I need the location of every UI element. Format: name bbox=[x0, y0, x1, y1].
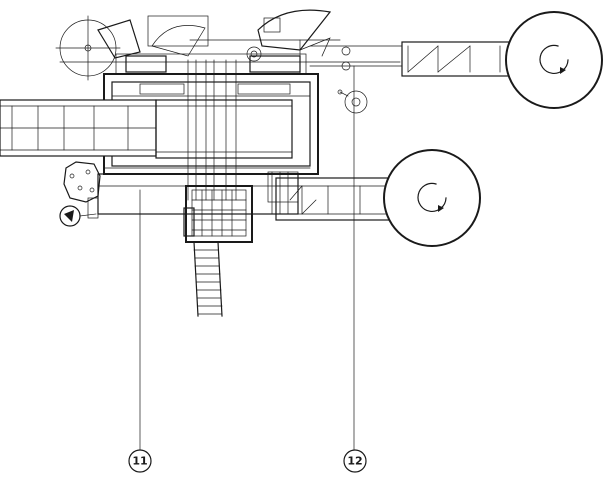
fan-icon bbox=[59, 205, 97, 227]
rotation-arrow-icon bbox=[539, 44, 569, 75]
upper-frame bbox=[59, 15, 401, 75]
rotary-drum-top bbox=[505, 11, 603, 109]
conveyor-top-right bbox=[309, 41, 523, 77]
hopper-flap-left bbox=[97, 19, 206, 59]
callout-label-11: 11 bbox=[132, 455, 147, 468]
callout-11: 11 bbox=[128, 449, 152, 473]
callout-12: 12 bbox=[343, 449, 367, 473]
callout-label-12: 12 bbox=[347, 455, 362, 468]
rotation-arrow-icon bbox=[417, 182, 447, 213]
access-stairs bbox=[193, 241, 223, 317]
valve-top-right bbox=[337, 89, 368, 114]
conveyor-left-inbound bbox=[0, 99, 293, 159]
motor-unit-left bbox=[63, 161, 101, 219]
screening-grid bbox=[183, 185, 253, 243]
rotary-drum-bottom bbox=[383, 149, 481, 247]
conveyor-bottom-right bbox=[275, 177, 397, 221]
hopper-flap-right bbox=[257, 9, 332, 57]
